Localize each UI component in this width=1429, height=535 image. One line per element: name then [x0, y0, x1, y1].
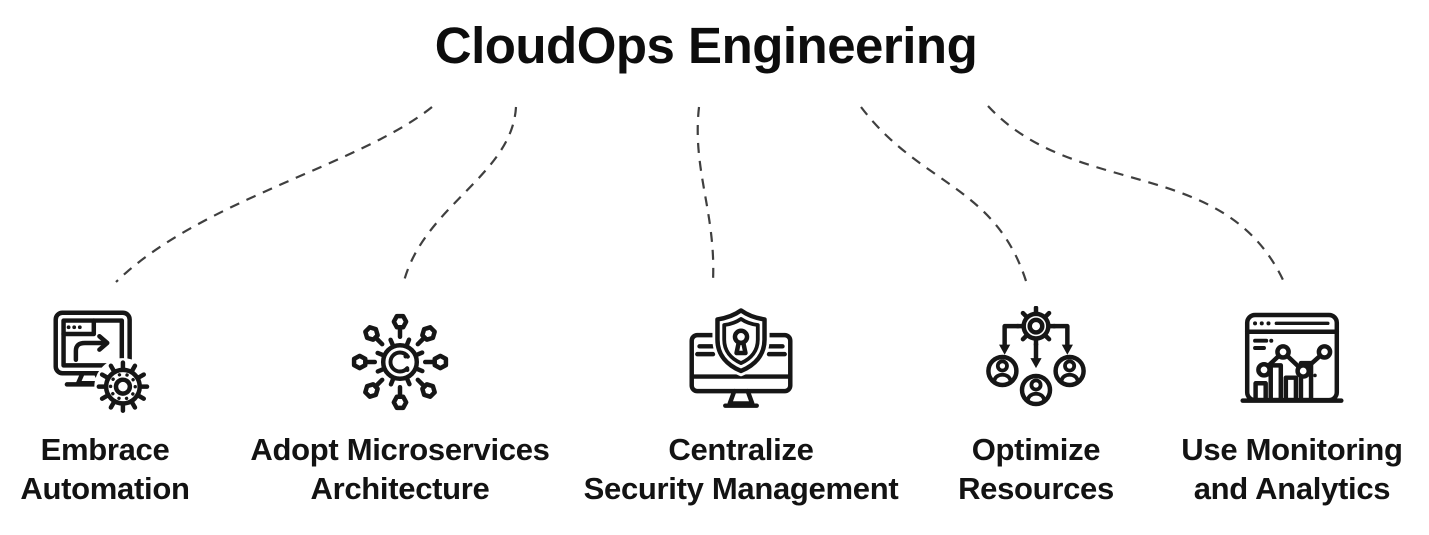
- connector-to-optimize-resources: [860, 106, 1028, 282]
- label-centralize-security: Centralize Security Management: [583, 432, 899, 506]
- analytics-dashboard-icon: [1236, 306, 1348, 418]
- gear-distribution-users-icon: [980, 306, 1092, 418]
- connector-to-adopt-microservices: [402, 106, 518, 282]
- branch-centralize-security: [685, 306, 797, 418]
- automation-monitor-gear-icon: [49, 306, 161, 418]
- microservices-hub-icon: [344, 306, 456, 418]
- branch-embrace-automation: [49, 306, 161, 418]
- branch-optimize-resources: [980, 306, 1092, 418]
- connector-to-use-monitoring: [987, 105, 1285, 283]
- security-shield-monitor-icon: [685, 306, 797, 418]
- branch-adopt-microservices: [344, 306, 456, 418]
- label-optimize-resources: Optimize Resources: [958, 432, 1114, 506]
- label-use-monitoring: Use Monitoring and Analytics: [1181, 432, 1403, 506]
- connector-to-embrace-automation: [115, 106, 433, 283]
- page-title: CloudOps Engineering: [434, 17, 978, 74]
- connector-to-centralize-security: [696, 106, 715, 282]
- label-adopt-microservices: Adopt Microservices Architecture: [250, 432, 550, 506]
- branch-use-monitoring: [1236, 306, 1348, 418]
- label-embrace-automation: Embrace Automation: [20, 432, 190, 506]
